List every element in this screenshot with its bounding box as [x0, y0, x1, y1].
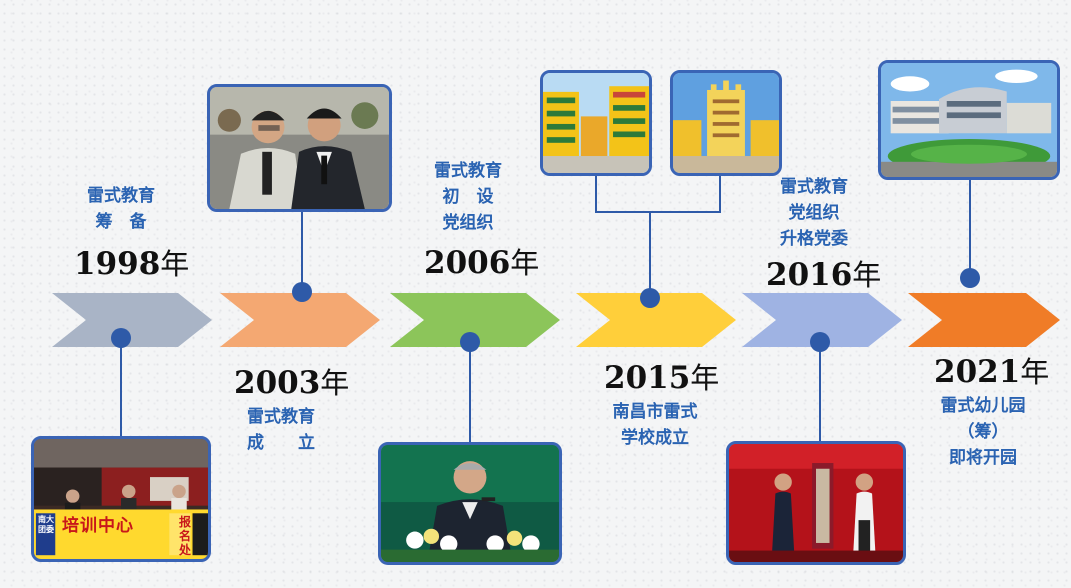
sign-main-text: 培训中心: [62, 516, 134, 536]
arrow-2015: [576, 293, 736, 347]
photo-1998-image: [34, 439, 208, 559]
caption-line: 党组织: [442, 213, 494, 233]
caption-line: 成 立: [247, 433, 315, 453]
photo-2021-kindergarten: [878, 60, 1060, 180]
arrow-1998: [52, 293, 212, 347]
year-2006: 2006年: [424, 245, 539, 281]
dot-2016: [810, 332, 830, 352]
year-suffix: 年: [1020, 355, 1050, 389]
year-suffix: 年: [510, 246, 540, 280]
arrow-2006: [390, 293, 560, 347]
photo-1998-training-center: 南大团委 培训中心 报名处: [31, 436, 211, 562]
sign-left-text: 南大团委: [38, 515, 54, 534]
photo-2021-image: [881, 63, 1057, 177]
caption-line: 南昌市雷式: [612, 402, 698, 422]
caption-line: （筹）: [957, 422, 1009, 442]
caption-line: 学校成立: [621, 428, 689, 448]
caption-2016: 雷式教育 党组织 升格党委: [753, 174, 875, 252]
caption-2015: 南昌市雷式 学校成立: [590, 399, 720, 451]
photo-2003-founders: [207, 84, 392, 212]
caption-2003: 雷式教育 成 立: [220, 404, 342, 456]
photo-2015-school-a-image: [543, 73, 649, 173]
arrow-2016: [742, 293, 902, 347]
dot-2021: [960, 268, 980, 288]
caption-line: 筹 备: [95, 212, 147, 232]
caption-2006: 雷式教育 初 设 党组织: [407, 158, 529, 236]
year-suffix: 年: [690, 361, 720, 395]
dot-2015: [640, 288, 660, 308]
dot-2003: [292, 282, 312, 302]
photo-2003-image: [210, 87, 389, 209]
year-number: 2015: [604, 360, 691, 396]
caption-line: 雷式教育: [434, 161, 502, 181]
arrow-2021: [908, 293, 1060, 347]
photo-2015-school-b-image: [673, 73, 779, 173]
connector-2015-bracket: [595, 174, 721, 213]
caption-line: 雷式教育: [780, 177, 848, 197]
caption-2021: 雷式幼儿园 （筹） 即将开园: [918, 393, 1048, 471]
caption-line: 初 设: [442, 187, 494, 207]
year-2003: 2003年: [234, 365, 349, 401]
year-2021: 2021年: [934, 354, 1049, 390]
year-2016: 2016年: [766, 257, 881, 293]
photo-2015-school-a: [540, 70, 652, 176]
photo-2006-image: [381, 445, 559, 562]
year-suffix: 年: [160, 247, 190, 281]
sign-right-text: 报名处: [178, 515, 191, 557]
dot-1998: [111, 328, 131, 348]
caption-line: 党组织: [788, 203, 840, 223]
year-suffix: 年: [320, 366, 350, 400]
caption-line: 升格党委: [780, 229, 848, 249]
year-2015: 2015年: [604, 360, 719, 396]
caption-line: 雷式教育: [87, 186, 155, 206]
arrow-2003: [220, 293, 380, 347]
caption-line: 即将开园: [949, 448, 1017, 468]
photo-2016-ceremony: [726, 441, 906, 565]
year-number: 2016: [766, 257, 853, 293]
photo-2016-image: [729, 444, 903, 562]
photo-2006-speaker: [378, 442, 562, 565]
year-1998: 1998年: [74, 246, 189, 282]
caption-line: 雷式教育: [247, 407, 315, 427]
year-number: 2021: [934, 354, 1021, 390]
dot-2006: [460, 332, 480, 352]
year-suffix: 年: [852, 258, 882, 292]
year-number: 1998: [74, 246, 161, 282]
photo-2015-school-b: [670, 70, 782, 176]
year-number: 2003: [234, 365, 321, 401]
year-number: 2006: [424, 245, 511, 281]
caption-line: 雷式幼儿园: [940, 396, 1026, 416]
caption-1998: 雷式教育 筹 备: [60, 183, 182, 235]
